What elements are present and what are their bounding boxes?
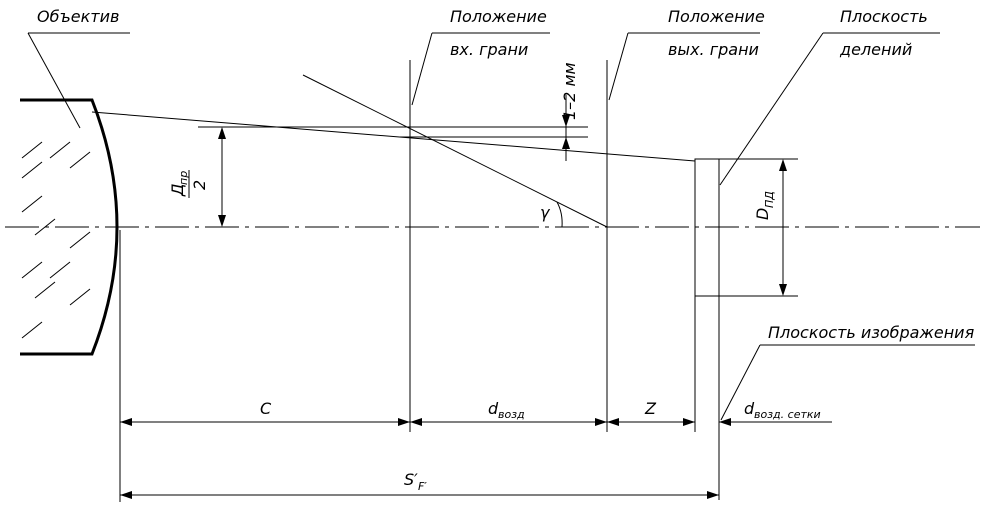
- exit-face-label-1: Положение: [668, 7, 765, 26]
- division-plane-label-2: делений: [839, 40, 912, 59]
- svg-text:D: D: [753, 208, 772, 220]
- svg-text:F′: F′: [418, 480, 427, 493]
- svg-text:Д: Д: [168, 184, 187, 198]
- field-ray: [302, 74, 608, 228]
- objective-lens: [20, 98, 119, 356]
- dim-s-label: S′ F′: [404, 470, 427, 493]
- marginal-ray: [91, 111, 696, 162]
- svg-text:S′: S′: [404, 470, 418, 489]
- exit-face-label-2: вых. грани: [668, 40, 759, 59]
- dim-c-label: C: [260, 399, 272, 418]
- svg-text:возд: возд: [498, 408, 525, 421]
- svg-text:пр: пр: [177, 171, 190, 185]
- svg-text:возд. сетки: возд. сетки: [754, 408, 821, 421]
- entry-face-label-2: вх. грани: [450, 40, 528, 59]
- svg-text:ПД: ПД: [763, 191, 776, 208]
- svg-text:d: d: [744, 399, 755, 418]
- svg-text:d: d: [488, 399, 499, 418]
- half-aperture-label: Д пр 2: [168, 170, 209, 198]
- image-plane-label: Плоскость изображения: [768, 323, 975, 342]
- dim-d-label: d возд: [488, 399, 525, 421]
- dimension-row: [120, 418, 832, 426]
- dim-d-grid-label: d возд. сетки: [744, 399, 821, 421]
- division-plane-plate: [694, 158, 720, 297]
- entry-face-label-1: Положение: [450, 7, 547, 26]
- d-pd-label: D ПД: [753, 191, 776, 220]
- division-plane-label-1: Плоскость: [840, 7, 928, 26]
- dim-z-label: Z: [644, 399, 657, 418]
- gap-label: 1–2 мм: [560, 62, 579, 120]
- objective-label: Объектив: [37, 7, 119, 26]
- gamma-arc: [556, 201, 563, 228]
- gamma-label: γ: [540, 203, 551, 222]
- svg-text:2: 2: [190, 180, 209, 190]
